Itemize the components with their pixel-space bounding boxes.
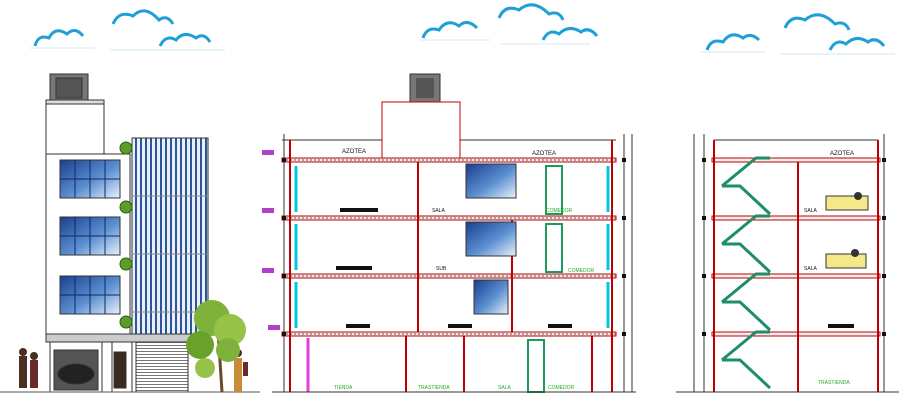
label-sub-f2: SUB [436,266,447,272]
label-comedor-f2: COMEDOR [568,268,595,274]
label-azotea-1: AZOTEA [342,149,366,155]
tree-icon [186,300,246,393]
label-comedor-f3: COMEDOR [546,208,573,214]
cloud-base-lines [30,39,895,55]
shutter-door [135,341,189,393]
level-marker-icon [262,150,280,330]
label-azotea-2: AZOTEA [532,151,556,157]
label-sala-f3: SALA [432,208,445,214]
label-sala-b1: SALA [804,208,817,214]
balcony-plants-icon [119,141,133,329]
front-elevation [0,73,260,393]
label-sala-ground: SALA [498,385,511,391]
label-azotea-b: AZOTEA [830,151,854,157]
stair-icon [721,156,772,390]
label-tienda: TIENDA [334,385,353,391]
label-comedor-ground: COMEDOR [548,385,575,391]
section-b: AZOTEA SALA SALA TRASTIENDA [676,134,899,393]
label-trastienda-b: TRASTIENDA [818,380,850,386]
person-icon [113,351,127,389]
clouds-right [705,13,886,51]
label-trastienda-a: TRASTIENDA [418,385,450,391]
section-a: AZOTEA AZOTEA SALA COMEDOR SUB COMEDOR T… [262,73,636,393]
clouds-left [33,9,212,47]
sofa-icon [825,192,869,269]
glass-facade [131,137,209,335]
label-sala-b2: SALA [804,266,817,272]
clouds-middle [421,3,599,41]
